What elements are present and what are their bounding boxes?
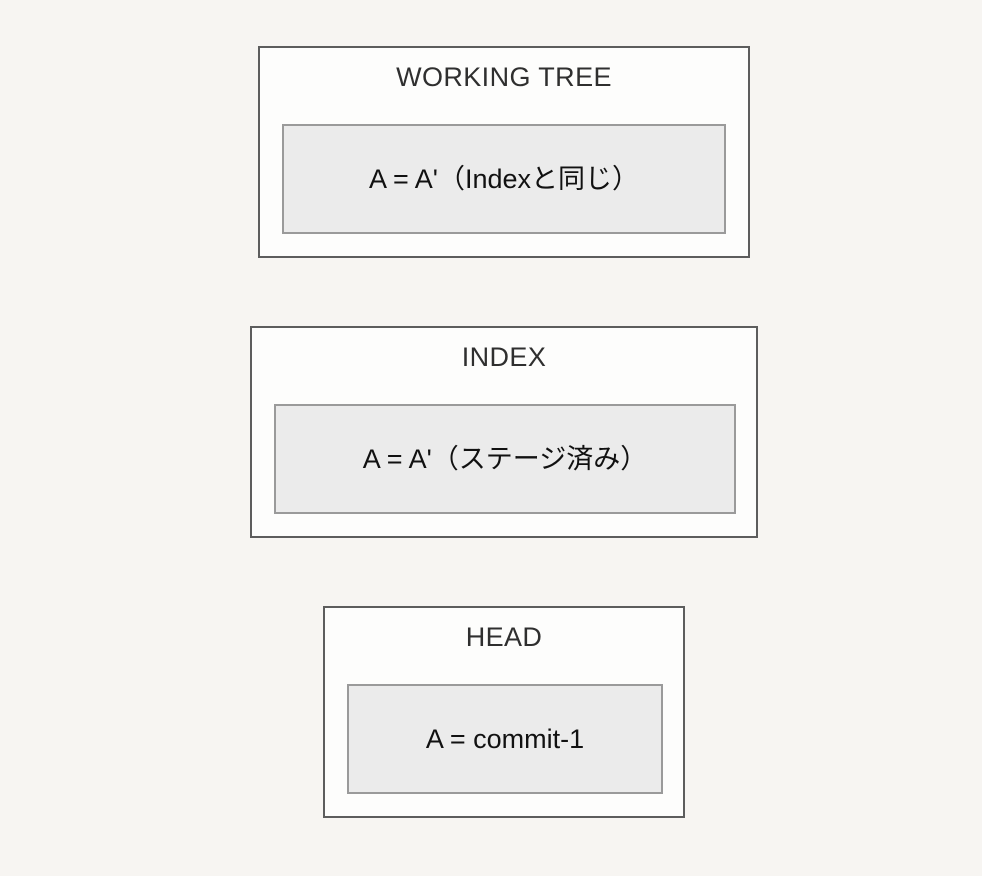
state-box-head-title: HEAD: [465, 622, 543, 652]
state-box-head-content-box: A = commit-1: [347, 684, 663, 794]
state-box-index: INDEX A = A'（ステージ済み）: [250, 326, 758, 538]
state-box-head-content-label: A = commit-1: [425, 723, 585, 754]
state-box-working-tree-title: WORKING TREE: [396, 62, 612, 92]
state-box-index-content-label: A = A'（ステージ済み）: [362, 443, 648, 474]
state-box-head: HEAD A = commit-1: [323, 606, 685, 818]
state-box-index-content-box: A = A'（ステージ済み）: [274, 404, 736, 514]
state-box-working-tree-content-box: A = A'（Indexと同じ）: [282, 124, 726, 234]
state-box-working-tree-content-label: A = A'（Indexと同じ）: [368, 163, 639, 194]
state-box-working-tree: WORKING TREE A = A'（Indexと同じ）: [258, 46, 750, 258]
state-box-index-title: INDEX: [461, 342, 547, 372]
